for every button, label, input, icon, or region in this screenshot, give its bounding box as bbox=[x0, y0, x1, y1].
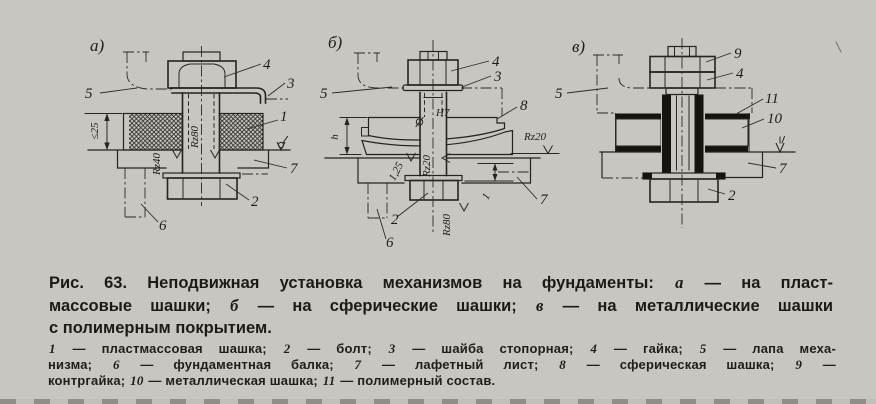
polymer-coated-shaft bbox=[662, 94, 704, 174]
svg-text:4: 4 bbox=[263, 57, 271, 73]
svg-text:7: 7 bbox=[540, 192, 549, 208]
caption-line-1: Рис. 63. Неподвижная установка механизмо… bbox=[49, 273, 833, 292]
svg-text:11: 11 bbox=[765, 91, 779, 107]
svg-text:4: 4 bbox=[492, 54, 500, 70]
surface-finish-mark bbox=[276, 135, 289, 152]
callout-4: 4 bbox=[450, 54, 500, 72]
caption-line-2: массовые шашки; б — на сферические шашки… bbox=[49, 295, 833, 315]
svg-text:3: 3 bbox=[286, 76, 295, 92]
callout-2: 2 bbox=[391, 192, 429, 228]
pad-height-dimension: h bbox=[329, 117, 368, 155]
svg-text:5: 5 bbox=[555, 86, 563, 102]
svg-text:Rz20: Rz20 bbox=[523, 131, 547, 143]
roughness-head: Rz80 bbox=[441, 202, 469, 238]
callout-5: 5 bbox=[320, 86, 393, 102]
roughness-bolt: Rz80 bbox=[189, 126, 220, 160]
spherical-pad bbox=[361, 116, 514, 156]
roughness-shaft: Rz20 bbox=[421, 153, 451, 179]
callout-1: 1 bbox=[246, 109, 288, 130]
svg-text:Rz20: Rz20 bbox=[421, 155, 433, 179]
svg-text:6: 6 bbox=[159, 218, 167, 234]
bed-plate bbox=[357, 157, 532, 184]
bed-plate bbox=[601, 151, 764, 179]
callout-8: 8 bbox=[496, 98, 528, 120]
legend-line-2: низма; 6 — фундаментная балка; 7 — лафет… bbox=[48, 357, 836, 372]
svg-text:9: 9 bbox=[734, 46, 742, 62]
diagram-b-label: б) bbox=[328, 33, 343, 52]
callout-3: 3 bbox=[461, 69, 502, 88]
machine-foot-phantom bbox=[354, 52, 503, 116]
roughness-sphere: Rz20 bbox=[510, 131, 560, 155]
fit-value: H7 bbox=[435, 107, 450, 119]
diagram-v-label: в) bbox=[572, 37, 585, 56]
pad-height-dimension: ≤25 bbox=[84, 113, 123, 151]
svg-text:4: 4 bbox=[736, 66, 744, 82]
callout-7: 7 bbox=[253, 159, 299, 177]
foundation-beam-phantom bbox=[367, 183, 388, 219]
metal-pad-with-polymer bbox=[615, 113, 750, 152]
svg-text:5: 5 bbox=[320, 86, 328, 102]
bolt-head bbox=[642, 172, 726, 203]
parts-legend: 1 — пластмассовая шашка; 2 — болт; 3 — ш… bbox=[48, 341, 836, 389]
lock-washer bbox=[171, 87, 267, 104]
machine-foot-phantom bbox=[593, 54, 753, 114]
svg-text:2: 2 bbox=[391, 212, 399, 228]
svg-text:2: 2 bbox=[728, 188, 736, 204]
svg-text:10: 10 bbox=[767, 111, 783, 127]
svg-text:Rz40: Rz40 bbox=[151, 153, 163, 177]
svg-text:Rz80: Rz80 bbox=[441, 214, 453, 238]
callout-7: 7 bbox=[516, 176, 549, 208]
diagram-v: в) bbox=[555, 37, 842, 228]
callout-7: 7 bbox=[747, 161, 788, 177]
callout-3: 3 bbox=[267, 76, 295, 97]
legend-line-3: контргайка; 10 — металлическая шашка; 11… bbox=[48, 373, 496, 388]
callout-6: 6 bbox=[376, 208, 394, 251]
svg-text:3: 3 bbox=[493, 69, 502, 85]
bolt-head bbox=[404, 174, 463, 201]
machine-foot-phantom bbox=[123, 51, 288, 100]
sphere-fit-label: H7 bbox=[415, 107, 450, 128]
gap-dimension: 1 bbox=[464, 163, 514, 202]
svg-text:1: 1 bbox=[280, 109, 288, 125]
svg-text:1,25: 1,25 bbox=[387, 160, 407, 183]
callout-10: 10 bbox=[741, 111, 783, 129]
diagram-b: б) bbox=[320, 33, 560, 251]
pad-height-value: h bbox=[329, 134, 341, 140]
pad-height-value: ≤25 bbox=[89, 122, 101, 140]
callout-4: 4 bbox=[223, 57, 271, 78]
diagram-a: а) bbox=[84, 36, 299, 234]
bed-plate bbox=[116, 149, 270, 175]
roughness-hole: Rz40 bbox=[151, 149, 182, 177]
caption-line-3: с полимерным покрытием. bbox=[49, 318, 272, 337]
diagram-a-label: а) bbox=[90, 36, 105, 55]
foundation-beam-phantom bbox=[124, 168, 146, 218]
svg-text:Rz80: Rz80 bbox=[189, 126, 201, 150]
callout-6: 6 bbox=[140, 203, 167, 234]
svg-text:7: 7 bbox=[290, 161, 299, 177]
callout-11: 11 bbox=[736, 91, 779, 114]
svg-text:6: 6 bbox=[386, 235, 394, 251]
callout-2: 2 bbox=[707, 188, 736, 204]
surface-finish-mark bbox=[775, 135, 786, 154]
bolt-shaft bbox=[181, 92, 221, 174]
callout-4: 4 bbox=[706, 66, 744, 82]
bolt-shaft bbox=[419, 91, 448, 177]
gap-value: 1 bbox=[480, 191, 493, 201]
nut bbox=[167, 51, 237, 89]
figure-caption: Рис. 63. Неподвижная установка механизмо… bbox=[49, 272, 833, 339]
lock-nut-and-nut bbox=[649, 45, 716, 89]
svg-text:5: 5 bbox=[85, 86, 93, 102]
callout-5: 5 bbox=[555, 86, 609, 102]
svg-text:7: 7 bbox=[779, 161, 788, 177]
callout-2: 2 bbox=[225, 183, 259, 210]
svg-text:2: 2 bbox=[251, 194, 259, 210]
callout-9: 9 bbox=[705, 46, 742, 63]
scan-artifact bbox=[835, 41, 842, 53]
legend-line-1: 1 — пластмассовая шашка; 2 — болт; 3 — ш… bbox=[49, 341, 836, 356]
page-edge-artifact bbox=[0, 399, 876, 404]
callout-5: 5 bbox=[85, 86, 138, 102]
figure-drawing: а) bbox=[84, 33, 842, 251]
svg-text:8: 8 bbox=[520, 98, 528, 114]
